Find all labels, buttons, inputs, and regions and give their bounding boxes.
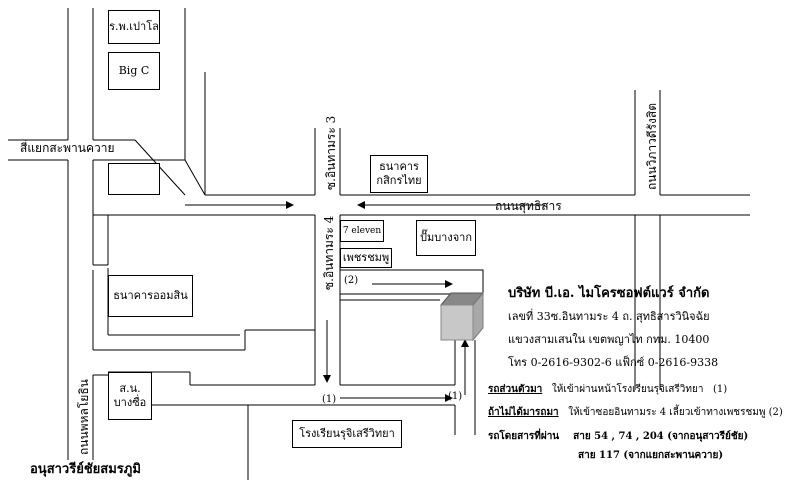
big-c-box: Big C [108, 52, 160, 90]
school-label: โรงเรียนรุจิเสรีวิทยา [299, 427, 395, 440]
kasikorn-bank-box: ธนาคาร กสิกรไทย [370, 155, 428, 193]
bangsue-office-box: ส.น. บางซื่อ [108, 372, 152, 420]
petchchomphu-label: เพชรชมพู [342, 251, 390, 264]
company-address-2: แขวงสามเสนใน เขตพญาไท กทม. 10400 [508, 333, 710, 346]
company-contact: โทร 0-2616-9302-6 แฟ็กซ์ 0-2616-9338 [508, 356, 719, 369]
private-car-label: รถส่วนตัวมา [488, 384, 543, 395]
bus-line-1: สาย 54 , 74 , 204 (จากอนุสาวรีย์ชัย) [573, 431, 749, 442]
marker-1a: (1) [322, 394, 337, 405]
unlabeled-building-box [108, 163, 160, 195]
kasikorn-bank-label: ธนาคาร กสิกรไทย [376, 160, 422, 187]
direction-private-car: รถส่วนตัวมา ให้เข้าผ่านหน้าโรงเรียนรุจิเ… [488, 383, 727, 396]
road-lines [8, 8, 750, 480]
gsb-bank-box: ธนาคารออมสิน [108, 275, 193, 317]
if-lost-label: ถ้าไม่ได้มารถมา [488, 407, 559, 418]
seven-eleven-label: 7 eleven [342, 226, 382, 236]
bangchak-station-box: ปั๊มบางจาก [416, 220, 476, 256]
bus-label: รถโดยสารที่ผ่าน [488, 431, 560, 442]
company-name: บริษัท บี.เอ. ไมโครซอฟต์แวร์ จำกัด [508, 286, 710, 301]
school-box: โรงเรียนรุจิเสรีวิทยา [292, 420, 402, 448]
gsb-bank-label: ธนาคารออมสิน [113, 289, 188, 302]
company-address-1: เลขที่ 33ซ.อินทามระ 4 ถ. สุทธิสารวินิจฉั… [508, 310, 710, 323]
soi-inthamara-3-label: ซ.อินทามระ 3 [324, 115, 338, 190]
company-building-icon [439, 291, 485, 342]
if-lost-text: ให้เข้าซอยอินทามระ 4 เลี้ยวเข้าทางเพชรชม… [568, 407, 766, 418]
saphan-khwai-junction-label: สี่แยกสะพานควาย [20, 141, 115, 155]
direction-if-lost: ถ้าไม่ได้มารถมา ให้เข้าซอยอินทามระ 4 เลี… [488, 406, 783, 419]
if-lost-ref: (2) [768, 407, 783, 418]
route-arrows [185, 201, 545, 402]
soi-inthamara-4-label: ซ.อินทามระ 4 [322, 215, 336, 290]
marker-1b: (1) [448, 391, 463, 402]
vibhavadi-road-label: ถนนวิภาวดีรังสิต [645, 102, 659, 190]
soi-2-corridor [339, 269, 484, 295]
bangsue-office-label: ส.น. บางซื่อ [113, 382, 147, 409]
seven-eleven-box: 7 eleven [340, 220, 384, 242]
big-c-label: Big C [118, 64, 150, 77]
marker-2: (2) [344, 275, 359, 286]
sutthisan-road-label: ถนนสุทธิสาร [495, 199, 562, 213]
phaolo-hospital-label: ร.พ.เปาโล [109, 20, 159, 33]
bus-line-2: สาย 117 (จากแยกสะพานควาย) [578, 450, 724, 461]
private-car-ref: (1) [713, 384, 728, 395]
petchchomphu-box: เพชรชมพู [340, 248, 392, 268]
phahonyothin-road-label: ถนนพหลโยธิน [77, 379, 91, 455]
phaolo-hospital-box: ร.พ.เปาโล [108, 10, 160, 44]
private-car-text: ให้เข้าผ่านหน้าโรงเรียนรุจิเสรีวิทยา [551, 384, 704, 395]
victory-monument-label: อนุสาวรีย์ชัยสมรภูมิ [30, 462, 141, 477]
direction-bus: รถโดยสารที่ผ่าน สาย 54 , 74 , 204 (จากอน… [488, 430, 748, 443]
bangchak-station-label: ปั๊มบางจาก [419, 231, 473, 244]
